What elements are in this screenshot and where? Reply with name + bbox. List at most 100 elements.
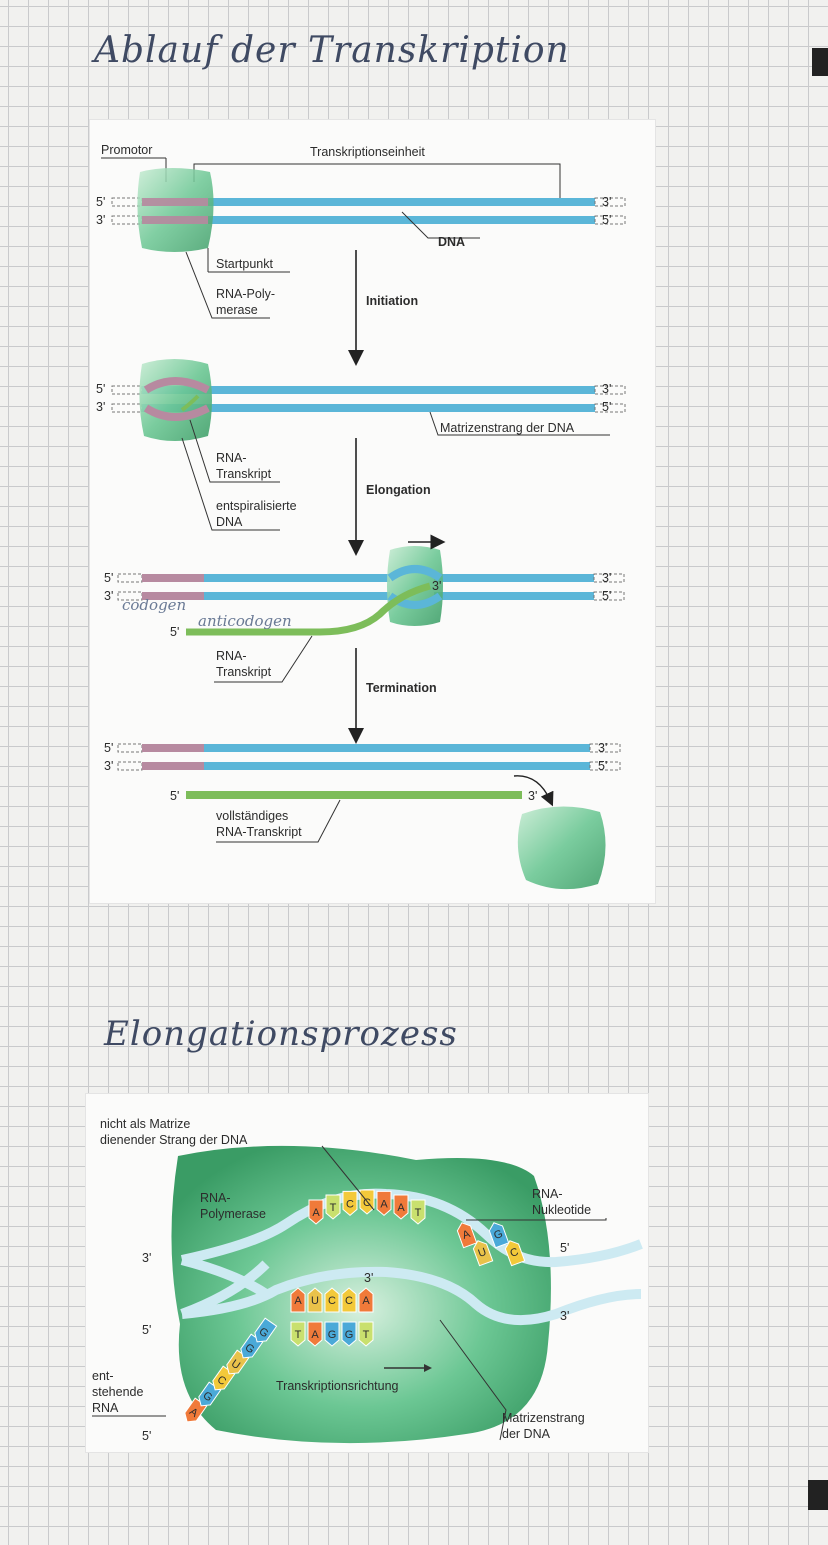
label-rna-transkript-b2: Transkript: [216, 665, 272, 679]
label-matrizenstrang-1: Matrizenstrang: [502, 1411, 585, 1425]
complete-rna-transcript: [186, 791, 522, 799]
svg-text:A: A: [380, 1198, 388, 1210]
template-base-3: G: [341, 1321, 357, 1347]
label-5prime-s2r: 5': [602, 400, 611, 414]
upper-base-4: A: [376, 1190, 392, 1216]
svg-text:G: G: [345, 1329, 354, 1341]
label-rna-nukleotide-1: RNA-: [532, 1187, 563, 1201]
label-matrizenstrang: Matrizenstrang der DNA: [440, 421, 575, 435]
dna-coding-strand: [180, 1188, 643, 1268]
section-title-elongation: Elongationsprozess: [104, 1014, 458, 1054]
svg-text:C: C: [509, 1246, 521, 1260]
upper-base-5: A: [393, 1194, 409, 1220]
label-rna-polymerase-1: RNA-: [200, 1191, 231, 1205]
label-5prime-s3: 5': [104, 571, 113, 585]
label-3prime-final: 3': [528, 789, 537, 803]
label-dna: DNA: [438, 235, 465, 249]
template-base-1: A: [307, 1321, 323, 1347]
free-nucleotide-0: A: [456, 1222, 478, 1249]
stage-2-initiation: 5' 3' 3' 5' Matrizenstrang der DNA RNA- …: [96, 359, 626, 531]
page-title: Ablauf der Transkription: [94, 30, 570, 71]
free-nucleotide-1: U: [472, 1240, 494, 1267]
label-vollstaendiges-2: RNA-Transkript: [216, 825, 302, 839]
label-nicht-matrize-1: nicht als Matrize: [100, 1117, 190, 1131]
label-matrizenstrang-2: der DNA: [502, 1427, 551, 1441]
template-base-4: T: [358, 1321, 374, 1347]
free-nucleotide-2: G: [488, 1222, 510, 1249]
stage-4-termination: 5' 3' 3' 5' 5' 3' vollständiges RNA-Tran…: [104, 741, 621, 890]
label-entstehende-3: RNA: [92, 1401, 119, 1415]
template-base-0: T: [290, 1321, 306, 1347]
label-3prime-s3: 3': [104, 589, 113, 603]
rna-transcript-growing: [186, 582, 431, 636]
label-rna-polymerase-2: merase: [216, 303, 258, 317]
emerging-rna-base-5: G: [254, 1317, 278, 1343]
label-entspiralisierte-2: DNA: [216, 515, 243, 529]
label-rna-polymerase-2: Polymerase: [200, 1207, 266, 1221]
label-termination: Termination: [366, 681, 437, 695]
svg-text:A: A: [312, 1207, 320, 1219]
stage-1-promoter: Promotor Transkriptionseinheit 5' 3' 3' …: [96, 143, 626, 319]
label-5prime-s3r: 5': [602, 589, 611, 603]
template-base-2: G: [324, 1321, 340, 1347]
svg-text:C: C: [328, 1295, 336, 1307]
svg-text:T: T: [295, 1329, 302, 1341]
label-5prime-s4: 5': [104, 741, 113, 755]
label-entspiralisierte-1: entspiralisierte: [216, 499, 297, 513]
handwritten-codogen: codogen: [122, 596, 186, 614]
label-3prime-rna-end: 3': [364, 1271, 373, 1285]
stage-3-elongation: 5' 3' 3' 5' 3' 5' codogen anticodogen RN…: [104, 534, 625, 683]
label-rna-transkript-b1: RNA-: [216, 649, 247, 663]
dna-template-strand: [181, 1266, 642, 1326]
rna-base-0: A: [290, 1287, 306, 1313]
svg-text:A: A: [397, 1202, 405, 1214]
rna-base-3: C: [341, 1287, 357, 1313]
svg-text:A: A: [294, 1295, 302, 1307]
label-3prime-s3r: 3': [602, 571, 611, 585]
label-promotor: Promotor: [101, 143, 152, 157]
rna-base-4: A: [358, 1287, 374, 1313]
label-5prime-s1: 5': [96, 195, 105, 209]
label-elongation: Elongation: [366, 483, 431, 497]
upper-base-6: T: [410, 1199, 426, 1225]
label-5prime-rna: 5': [170, 625, 179, 639]
rna-base-2: C: [324, 1287, 340, 1313]
svg-text:T: T: [330, 1202, 337, 1214]
svg-text:A: A: [461, 1228, 473, 1242]
label-5prime-s2: 5': [96, 382, 105, 396]
label-rna-transkript-a2: Transkript: [216, 467, 272, 481]
handwritten-anticodogen: anticodogen: [198, 612, 292, 630]
label-5prime-right: 5': [560, 1241, 569, 1255]
released-polymerase: [517, 806, 606, 890]
rna-polymerase-shape-s1: [137, 168, 214, 252]
svg-text:C: C: [345, 1295, 353, 1307]
svg-text:G: G: [492, 1228, 504, 1242]
upper-base-1: T: [325, 1194, 341, 1220]
label-vollstaendiges-1: vollständiges: [216, 809, 288, 823]
svg-text:C: C: [346, 1198, 354, 1210]
transcription-diagram: Promotor Transkriptionseinheit 5' 3' 3' …: [90, 120, 655, 903]
label-5prime-rna: 5': [142, 1429, 151, 1443]
label-3prime-s4r: 3': [598, 741, 607, 755]
label-3prime-s4: 3': [104, 759, 113, 773]
label-3prime-s2r: 3': [602, 382, 611, 396]
svg-text:U: U: [477, 1246, 489, 1260]
label-5prime-s4r: 5': [598, 759, 607, 773]
label-3prime-s1r: 3': [602, 195, 611, 209]
svg-text:G: G: [328, 1329, 337, 1341]
label-5prime-s1r: 5': [602, 213, 611, 227]
svg-text:U: U: [311, 1295, 319, 1307]
label-5prime-left: 5': [142, 1323, 151, 1337]
label-3prime-s2: 3': [96, 400, 105, 414]
svg-text:A: A: [362, 1295, 370, 1307]
label-3prime-top-left: 3': [142, 1251, 151, 1265]
svg-text:A: A: [311, 1329, 319, 1341]
rna-polymerase-shape-s2: [139, 359, 212, 441]
edge-mark-top: [812, 48, 828, 76]
label-entstehende-2: stehende: [92, 1385, 143, 1399]
